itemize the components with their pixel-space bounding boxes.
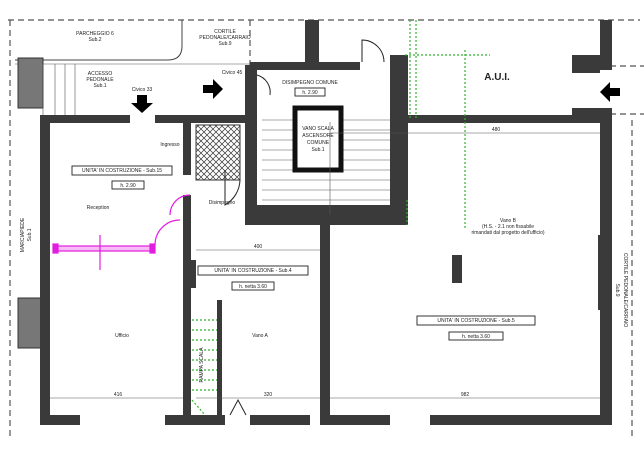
stair-core-label: VANO SCALA xyxy=(302,126,334,132)
parking-label: PARCHEGGIO 6 xyxy=(76,31,114,37)
arrow-left-icon xyxy=(600,82,620,102)
entrance-steps xyxy=(42,64,76,115)
window-highlight xyxy=(52,194,191,270)
access-sub: Sub.1 xyxy=(93,83,106,89)
courtyard-sub: Sub.9 xyxy=(218,41,231,47)
dim-corridor: 400 xyxy=(254,244,263,250)
property-boundary xyxy=(8,19,644,440)
sidewalk-label: MARCIAPIEDE xyxy=(20,217,26,252)
stair-core xyxy=(292,105,344,173)
unit5-height: h. netta 3.60 xyxy=(462,334,490,340)
vano-b-note-2: rimandati dal progetto dell'ufficio) xyxy=(471,230,544,236)
parking-edge xyxy=(15,20,183,61)
civic-33-label: Civico 33 xyxy=(132,87,153,93)
access-label: ACCESSO xyxy=(88,71,113,77)
arrow-right-icon xyxy=(203,79,223,99)
hatched-shaft xyxy=(195,124,241,181)
courtyard-right-sub: Sub.9 xyxy=(614,283,620,296)
dim-vano-b-top: 480 xyxy=(492,127,501,133)
aui-markers xyxy=(405,20,490,230)
unit4-height: h. netta 3.60 xyxy=(239,284,267,290)
courtyard-label: CORTILE xyxy=(214,29,236,35)
sidewalk-sub: Sub.1 xyxy=(27,228,33,241)
stair-core-label-3: COMUNE xyxy=(307,140,330,146)
stone-block xyxy=(17,57,44,109)
civic-45-label: Civico 45 xyxy=(222,70,243,76)
courtyard-label-2: PEDONALE/CARRAIO xyxy=(199,35,251,41)
dim-vano-b: 982 xyxy=(461,392,470,398)
common-hall-label: DISIMPEGNO COMUNE xyxy=(282,80,338,86)
unit15-height: h. 2.90 xyxy=(120,183,136,189)
ingresso-label: Ingresso xyxy=(160,142,179,148)
dim-ufficio: 416 xyxy=(114,392,123,398)
unit4-label: UNITA' IN COSTRUZIONE - Sub.4 xyxy=(214,268,291,274)
ufficio-label: Ufficio xyxy=(115,333,129,339)
ramp-stair xyxy=(191,319,217,416)
entrance-arrows xyxy=(131,79,620,113)
stone-block-lower xyxy=(17,297,44,349)
dimension-lines xyxy=(50,122,600,399)
vano-b-note: (H.S. - 2.1 non fissabile xyxy=(482,224,534,230)
vano-a-label: Vano A xyxy=(252,333,268,339)
stair-core-label-2: ASCENSORE xyxy=(302,133,334,139)
common-hall-height: h. 2.90 xyxy=(302,90,318,96)
dim-vano-a: 320 xyxy=(264,392,273,398)
walls xyxy=(40,20,612,425)
unit5-label: UNITA' IN COSTRUZIONE - Sub.5 xyxy=(437,318,514,324)
aui-label: A.U.I. xyxy=(484,72,510,83)
unit15-label: UNITA' IN COSTRUZIONE - Sub.15 xyxy=(82,168,162,174)
reception-label: Reception xyxy=(87,205,110,211)
courtyard-right-label: CORTILE PEDONALE/CARRAIO xyxy=(622,253,628,327)
parking-sub: Sub.2 xyxy=(88,37,101,43)
access-label-2: PEDONALE xyxy=(86,77,114,83)
ramp-label: RAMPA SCALA xyxy=(199,347,205,383)
stair-core-sub: Sub.1 xyxy=(311,147,324,153)
disimpegno-label: Disimpegno xyxy=(209,200,236,206)
doors xyxy=(224,39,385,416)
vano-b-label: Vano B xyxy=(500,218,517,224)
arrow-down-icon xyxy=(131,95,153,113)
